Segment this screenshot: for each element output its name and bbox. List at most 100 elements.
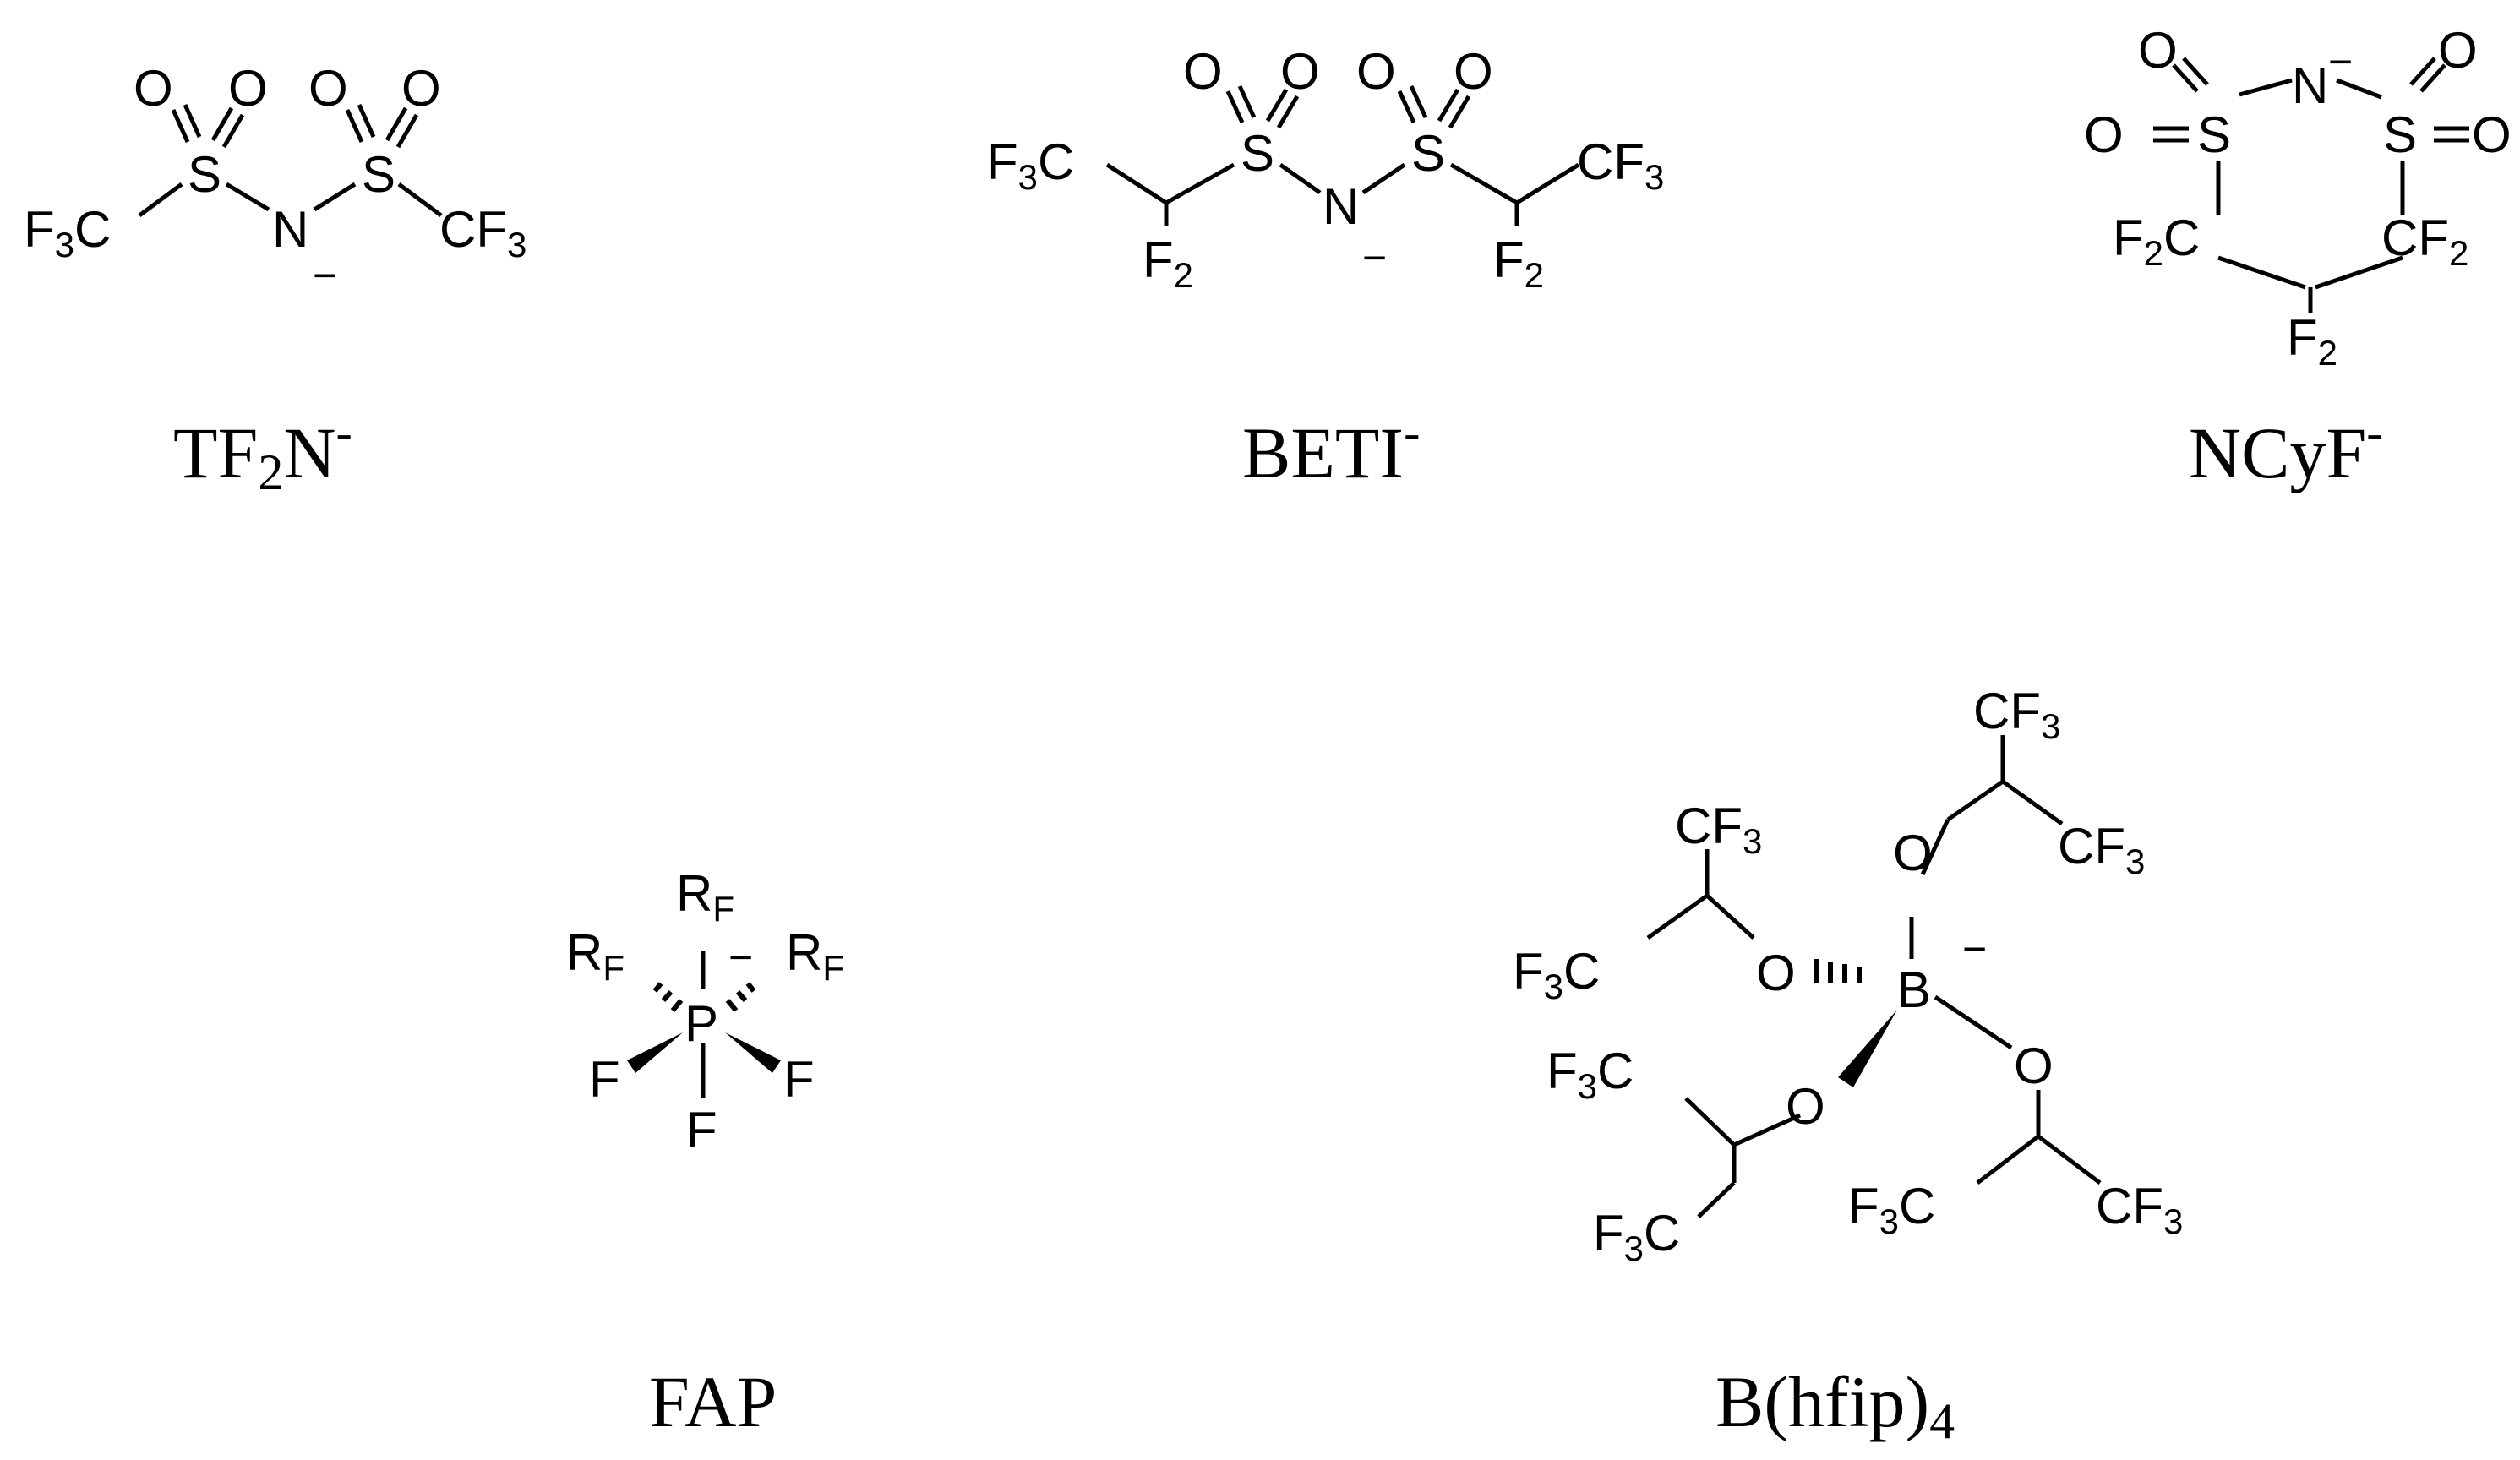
bond	[1946, 779, 2005, 822]
bond	[2217, 255, 2306, 290]
bond	[1976, 1135, 2040, 1185]
oxygen-atom: O	[308, 60, 348, 117]
oxygen-atom: O	[401, 60, 441, 117]
molecule-name-bhfip4: B(hfip)4	[1715, 1361, 1955, 1449]
bond	[1732, 1113, 1802, 1147]
bond	[2172, 63, 2199, 93]
oxygen-atom: O	[134, 60, 173, 117]
bond	[1934, 994, 2013, 1050]
oxygen-atom: O	[2472, 106, 2512, 163]
wedge-bond	[627, 1032, 683, 1073]
molecule-name-beti: BETI-	[1242, 405, 1420, 493]
bond	[1684, 1097, 1736, 1147]
bond	[345, 108, 364, 144]
nitrogen-atom: N	[1323, 178, 1359, 235]
sulfur-atom: S	[1241, 125, 1274, 182]
bond	[1705, 894, 1755, 940]
bond	[1448, 95, 1471, 129]
hashed-bond	[670, 999, 684, 1012]
cf2-group: F2	[2287, 309, 2337, 373]
oxygen-atom: O	[1356, 43, 1396, 100]
fluorine-atom: F	[686, 1102, 717, 1158]
cf2-group: CF2	[2381, 210, 2468, 273]
wedge-bond	[1838, 1010, 1897, 1087]
cf3-group: F3C	[987, 133, 1074, 197]
bond	[225, 182, 270, 212]
cf3-group: F3C	[24, 201, 111, 264]
cf3-group: F3C	[1593, 1205, 1680, 1268]
oxygen-atom: O	[2084, 106, 2124, 163]
bond	[385, 106, 408, 142]
cf3-group: F3C	[1546, 1043, 1634, 1106]
oxygen-atom: O	[1756, 945, 1796, 1001]
bond	[171, 108, 190, 144]
cf3-group: CF3	[1577, 133, 1664, 197]
molecule-tf2n: O O O O S S N − F3C CF3 TF2N-	[24, 60, 526, 500]
wedge-bond	[725, 1032, 781, 1073]
oxygen-atom: O	[1280, 43, 1320, 100]
cf3-group: CF3	[1973, 683, 2060, 746]
sulfur-atom: S	[1411, 125, 1445, 182]
bond	[1279, 162, 1322, 195]
bond	[2315, 255, 2403, 290]
molecule-fap: P − RF RF RF F F F FAP	[566, 865, 844, 1442]
sulfur-atom: S	[188, 146, 221, 203]
oxygen-atom: O	[1183, 43, 1223, 100]
hashed-bond	[725, 999, 739, 1012]
bond	[2239, 78, 2293, 97]
sulfur-atom: S	[362, 146, 395, 203]
cf3-group: CF3	[1675, 798, 1762, 861]
bond	[1409, 84, 1428, 119]
oxygen-atom: O	[1786, 1078, 1825, 1135]
bond	[1920, 818, 1950, 876]
bond	[1105, 162, 1168, 205]
cf3-group: F3C	[1848, 1178, 1935, 1241]
bond	[1397, 90, 1416, 124]
bond	[1165, 162, 1235, 205]
oxygen-atom: O	[1893, 825, 1933, 881]
nitrogen-atom: N	[2292, 57, 2328, 114]
phosphorus-atom: P	[685, 995, 718, 1052]
cf2-group: F2	[1493, 232, 1544, 295]
rf-group: RF	[566, 924, 625, 988]
bond	[2001, 779, 2064, 826]
bond	[1361, 162, 1406, 195]
bond	[357, 103, 376, 139]
bond	[1437, 88, 1460, 123]
cf2-group: F2	[1143, 232, 1193, 295]
negative-charge: −	[1962, 925, 1987, 972]
oxygen-atom: O	[1454, 43, 1493, 100]
negative-charge: −	[2328, 38, 2353, 85]
bond	[395, 113, 419, 149]
oxygen-atom: O	[228, 60, 268, 117]
sulfur-atom: S	[2197, 106, 2231, 163]
hashed-bond	[661, 989, 674, 1003]
oxygen-atom: O	[2438, 22, 2478, 79]
molecule-name-ncyf: NCyF-	[2189, 405, 2383, 493]
negative-charge: −	[728, 934, 753, 981]
bond	[1697, 1181, 1736, 1218]
nitrogen-atom: N	[272, 201, 308, 258]
bond	[1265, 88, 1289, 123]
molecule-name-tf2n: TF2N-	[173, 405, 352, 500]
sulfur-atom: S	[2383, 106, 2417, 163]
molecule-beti: O O O O S S N − F3C CF3 F2 F2 BETI-	[987, 43, 1664, 493]
bond	[397, 182, 443, 218]
cf2-group: F2C	[2113, 210, 2200, 273]
bond	[221, 113, 245, 149]
boron-atom: B	[1897, 962, 1931, 1018]
bond	[2182, 57, 2209, 86]
hashed-bond	[652, 982, 663, 993]
hashed-bond	[735, 989, 748, 1003]
cf3-group: CF3	[2058, 818, 2145, 881]
oxygen-atom: O	[2138, 22, 2178, 79]
fluorine-atom: F	[783, 1051, 815, 1108]
cf3-group: F3C	[1513, 943, 1600, 1006]
bond	[1449, 162, 1519, 205]
hashed-bond	[745, 982, 756, 993]
bond	[1646, 893, 1709, 940]
bond	[1237, 84, 1257, 119]
rf-group: RF	[676, 865, 734, 929]
bond	[2419, 63, 2446, 93]
